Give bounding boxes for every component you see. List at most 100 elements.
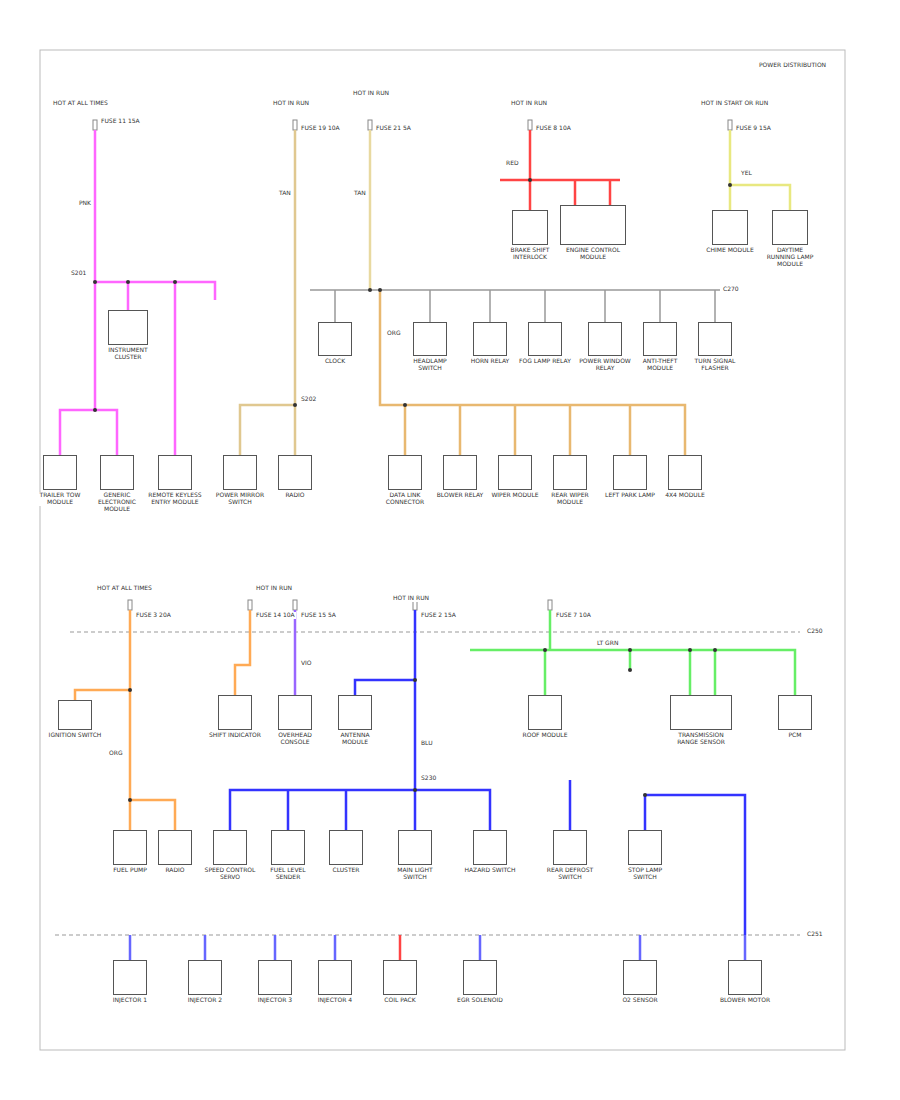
component-box: ANTI-THEFT MODULE: [633, 322, 687, 372]
component-outline: [213, 830, 247, 865]
component-box: 4X4 MODULE: [658, 455, 712, 499]
component-box: HORN RELAY: [463, 322, 517, 365]
component-box: ROOF MODULE: [518, 695, 572, 739]
wire-label: HOT AT ALL TIMES: [96, 585, 153, 592]
component-name: INJECTOR 3: [248, 997, 302, 1004]
component-box: TRAILER TOW MODULE: [33, 455, 87, 506]
component-outline: [560, 205, 626, 245]
component-box: FOG LAMP RELAY: [518, 322, 572, 365]
wire-label: FUSE 11 15A: [100, 118, 141, 125]
component-name: INJECTOR 4: [308, 997, 362, 1004]
component-box: COIL PACK: [373, 960, 427, 1004]
component-outline: [113, 830, 147, 865]
component-outline: [58, 700, 92, 730]
component-box: INJECTOR 2: [178, 960, 232, 1004]
component-box: DAYTIME RUNNING LAMP MODULE: [763, 210, 817, 268]
component-name: HEADLAMP SWITCH: [403, 358, 457, 372]
component-name: FOG LAMP RELAY: [518, 358, 572, 365]
component-name: IGNITION SWITCH: [48, 732, 102, 739]
component-outline: [463, 960, 497, 995]
component-outline: [278, 455, 312, 490]
component-name: FUEL LEVEL SENDER: [261, 867, 315, 881]
component-box: OVERHEAD CONSOLE: [268, 695, 322, 746]
component-outline: [670, 695, 732, 730]
component-box: EGR SOLENOID: [453, 960, 507, 1004]
component-name: REAR WIPER MODULE: [543, 492, 597, 506]
component-outline: [43, 455, 77, 490]
wire-label: FUSE 3 20A: [135, 612, 172, 619]
component-box: MAIN LIGHT SWITCH: [388, 830, 442, 881]
component-outline: [588, 322, 622, 356]
component-outline: [338, 695, 372, 730]
component-outline: [512, 210, 548, 245]
component-box: INJECTOR 4: [308, 960, 362, 1004]
component-name: POWER WINDOW RELAY: [578, 358, 632, 372]
component-name: TURN SIGNAL FLASHER: [688, 358, 742, 372]
wire-label: HOT IN RUN: [392, 595, 430, 602]
wire-label: S202: [300, 396, 317, 403]
component-outline: [473, 322, 507, 356]
wire-label: HOT IN RUN: [255, 585, 293, 592]
component-outline: [553, 830, 587, 865]
wire-label: YEL: [740, 170, 753, 177]
wire-label: HOT IN RUN: [510, 100, 548, 107]
component-outline: [728, 960, 762, 995]
component-box: REAR DEFROST SWITCH: [543, 830, 597, 881]
component-name: ANTI-THEFT MODULE: [633, 358, 687, 372]
component-box: BRAKE SHIFT INTERLOCK: [503, 210, 557, 261]
wire-label: POWER DISTRIBUTION: [758, 62, 827, 69]
component-name: CLUSTER: [319, 867, 373, 874]
component-outline: [778, 695, 812, 730]
component-name: DATA LINK CONNECTOR: [378, 492, 432, 506]
wire-label: FUSE 14 10A: [255, 612, 296, 619]
component-outline: [628, 830, 662, 865]
component-box: CLUSTER: [319, 830, 373, 874]
component-name: ANTENNA MODULE: [328, 732, 382, 746]
component-box: GENERIC ELECTRONIC MODULE: [90, 455, 144, 513]
wire-label: FUSE 2 15A: [420, 612, 457, 619]
component-box: LEFT PARK LAMP: [603, 455, 657, 499]
component-name: SHIFT INDICATOR: [208, 732, 262, 739]
component-outline: [698, 322, 732, 356]
component-outline: [318, 322, 352, 356]
component-name: RADIO: [148, 867, 202, 874]
wire-label: C250: [806, 628, 824, 635]
component-name: INJECTOR 1: [103, 997, 157, 1004]
component-name: WIPER MODULE: [488, 492, 542, 499]
component-name: LEFT PARK LAMP: [603, 492, 657, 499]
component-name: POWER MIRROR SWITCH: [213, 492, 267, 506]
wire-label: HOT IN START OR RUN: [700, 100, 769, 107]
component-box: SPEED CONTROL SERVO: [203, 830, 257, 881]
component-outline: [553, 455, 587, 490]
wire-label: C270: [722, 286, 740, 293]
component-name: SPEED CONTROL SERVO: [203, 867, 257, 881]
component-name: TRANSMISSION RANGE SENSOR: [670, 732, 732, 746]
component-name: STOP LAMP SWITCH: [618, 867, 672, 881]
component-box: FUEL LEVEL SENDER: [261, 830, 315, 881]
component-box: ENGINE CONTROL MODULE: [560, 205, 626, 261]
component-box: DATA LINK CONNECTOR: [378, 455, 432, 506]
component-name: GENERIC ELECTRONIC MODULE: [90, 492, 144, 513]
wire-label: HOT AT ALL TIMES: [52, 100, 109, 107]
component-name: 4X4 MODULE: [658, 492, 712, 499]
component-box: IGNITION SWITCH: [48, 700, 102, 739]
component-name: INSTRUMENT CLUSTER: [101, 347, 155, 361]
component-outline: [398, 830, 432, 865]
component-box: POWER MIRROR SWITCH: [213, 455, 267, 506]
wire-label: FUSE 7 10A: [555, 612, 592, 619]
component-name: OVERHEAD CONSOLE: [268, 732, 322, 746]
component-outline: [712, 210, 748, 245]
component-box: PCM: [768, 695, 822, 739]
component-box: POWER WINDOW RELAY: [578, 322, 632, 372]
component-outline: [473, 830, 507, 865]
component-box: STOP LAMP SWITCH: [618, 830, 672, 881]
component-box: HAZARD SWITCH: [463, 830, 517, 874]
wire-label: TAN: [278, 190, 292, 197]
component-name: MAIN LIGHT SWITCH: [388, 867, 442, 881]
wire-label: TAN: [353, 190, 367, 197]
component-name: INJECTOR 2: [178, 997, 232, 1004]
wire-label: C251: [806, 931, 824, 938]
wire-label: FUSE 19 10A: [300, 125, 341, 132]
